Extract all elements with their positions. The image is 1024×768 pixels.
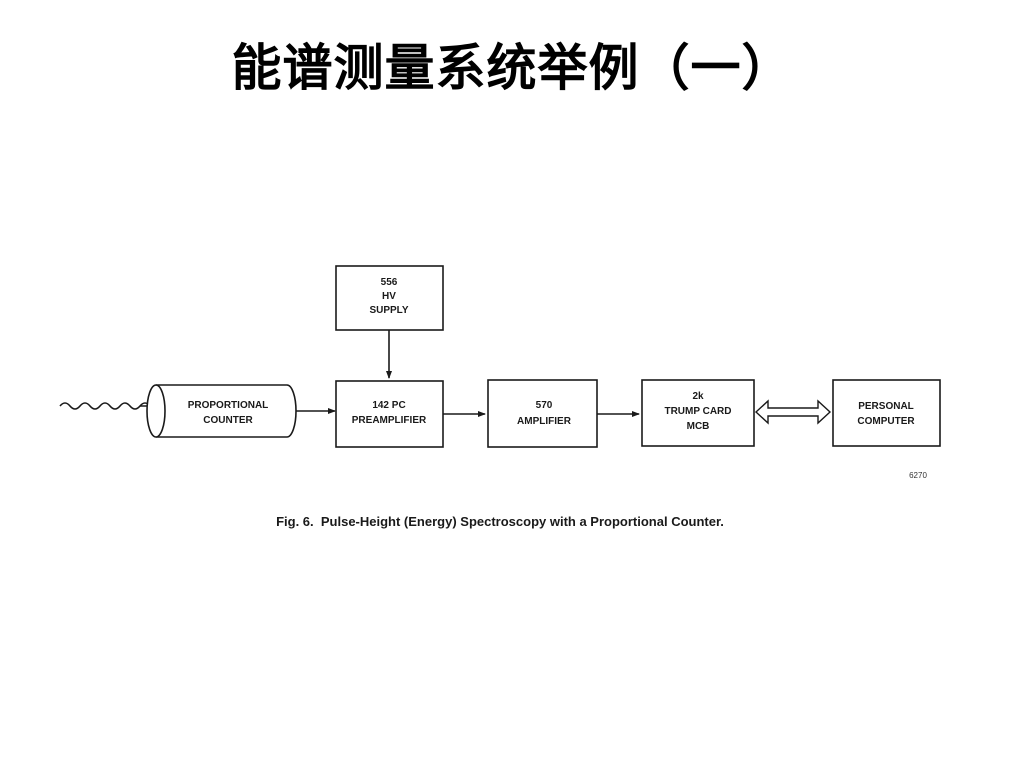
mcb-block: 2k TRUMP CARD MCB bbox=[641, 379, 755, 447]
hv-supply-label-line3: SUPPLY bbox=[369, 305, 408, 316]
mcb-computer-double-arrow bbox=[754, 399, 832, 425]
amplifier-block: 570 AMPLIFIER bbox=[487, 379, 598, 448]
figure-id: 6270 bbox=[909, 471, 927, 480]
preamp-label-line1: 142 PC bbox=[372, 400, 405, 411]
amplifier-label-line1: 570 bbox=[536, 400, 553, 411]
preamp-label-line2: PREAMPLIFIER bbox=[352, 415, 427, 426]
counter-label-line1: PROPORTIONAL bbox=[188, 400, 269, 411]
slide-title: 能谱测量系统举例（一） bbox=[231, 39, 793, 97]
hv-supply-label-line1: 556 bbox=[381, 277, 398, 288]
mcb-label-line2: TRUMP CARD bbox=[664, 406, 731, 417]
computer-label-line1: PERSONAL bbox=[858, 401, 914, 412]
computer-label-line2: COMPUTER bbox=[857, 416, 915, 427]
mcb-label-line3: MCB bbox=[687, 421, 710, 432]
hv-supply-block: 556 HV SUPPLY bbox=[335, 265, 444, 331]
proportional-counter-block: PROPORTIONAL COUNTER bbox=[146, 384, 297, 438]
amplifier-label-line2: AMPLIFIER bbox=[517, 416, 572, 427]
personal-computer-block: PERSONAL COMPUTER bbox=[832, 379, 941, 447]
mcb-label-line1: 2k bbox=[692, 391, 704, 402]
counter-label-line2: COUNTER bbox=[203, 415, 253, 426]
radiation-wave bbox=[59, 402, 151, 410]
figure-caption: Fig. 6. Pulse-Height (Energy) Spectrosco… bbox=[276, 514, 724, 529]
preamplifier-block: 142 PC PREAMPLIFIER bbox=[335, 380, 444, 448]
hv-supply-label-line2: HV bbox=[382, 291, 396, 302]
